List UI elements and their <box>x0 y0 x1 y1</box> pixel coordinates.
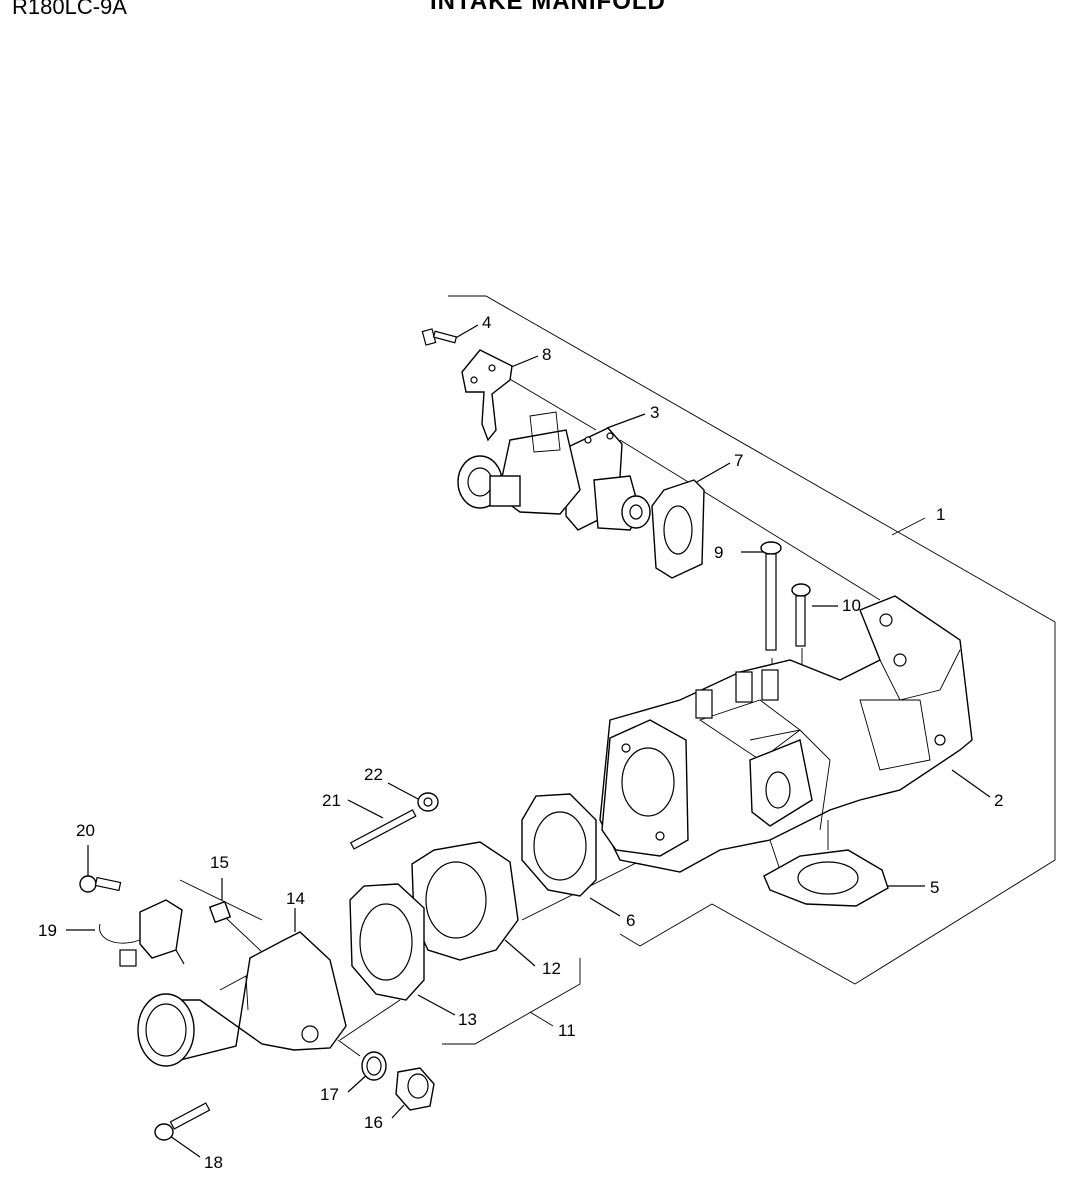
gasket-part-13 <box>349 883 425 1001</box>
callout-13: 13 <box>458 1010 477 1029</box>
callout-1: 1 <box>936 505 945 524</box>
assembly-bracket-11 <box>442 958 581 1045</box>
housing-part-14 <box>137 931 347 1067</box>
bolt-part-10 <box>791 583 811 647</box>
callout-10: 10 <box>842 596 861 615</box>
callout-5: 5 <box>930 878 939 897</box>
model-number: R180LC-9A <box>12 0 127 19</box>
callout-14: 14 <box>286 889 305 908</box>
o-ring-part-17 <box>361 1051 387 1081</box>
bolt-part-18 <box>154 1102 211 1141</box>
leader-lines <box>66 324 991 1158</box>
bolt-part-4 <box>421 328 458 346</box>
gasket-part-6 <box>521 793 597 897</box>
callout-20: 20 <box>76 821 95 840</box>
gasket-part-5 <box>763 849 889 907</box>
stud-part-21 <box>349 809 417 850</box>
callout-3: 3 <box>650 403 659 422</box>
callout-15: 15 <box>210 853 229 872</box>
callout-22: 22 <box>364 765 383 784</box>
plug-part-16 <box>395 1067 435 1111</box>
gasket-part-7 <box>651 479 705 579</box>
callout-17: 17 <box>320 1085 339 1104</box>
callout-2: 2 <box>994 791 1003 810</box>
callout-18: 18 <box>204 1153 223 1172</box>
callout-9: 9 <box>714 543 723 562</box>
sensor-part-19 <box>99 899 185 967</box>
bolt-part-20 <box>79 875 122 893</box>
assembly-bracket-1 <box>448 295 1056 985</box>
intake-manifold-part-2 <box>599 595 973 873</box>
callout-21: 21 <box>322 791 341 810</box>
callout-6: 6 <box>626 911 635 930</box>
callout-16: 16 <box>364 1113 383 1132</box>
bracket-part-8 <box>461 349 513 442</box>
callout-7: 7 <box>734 451 743 470</box>
page-title: INTAKE MANIFOLD <box>430 0 666 15</box>
plug-part-15 <box>208 900 232 924</box>
callout-12: 12 <box>542 959 561 978</box>
callout-11: 11 <box>558 1021 576 1040</box>
nut-part-22 <box>417 792 439 812</box>
callout-8: 8 <box>542 345 551 364</box>
adapter-part-12 <box>411 841 519 961</box>
bolt-part-9 <box>760 541 782 651</box>
throttle-valve-part-3 <box>457 411 651 531</box>
callout-4: 4 <box>482 313 491 332</box>
callout-19: 19 <box>38 921 57 940</box>
